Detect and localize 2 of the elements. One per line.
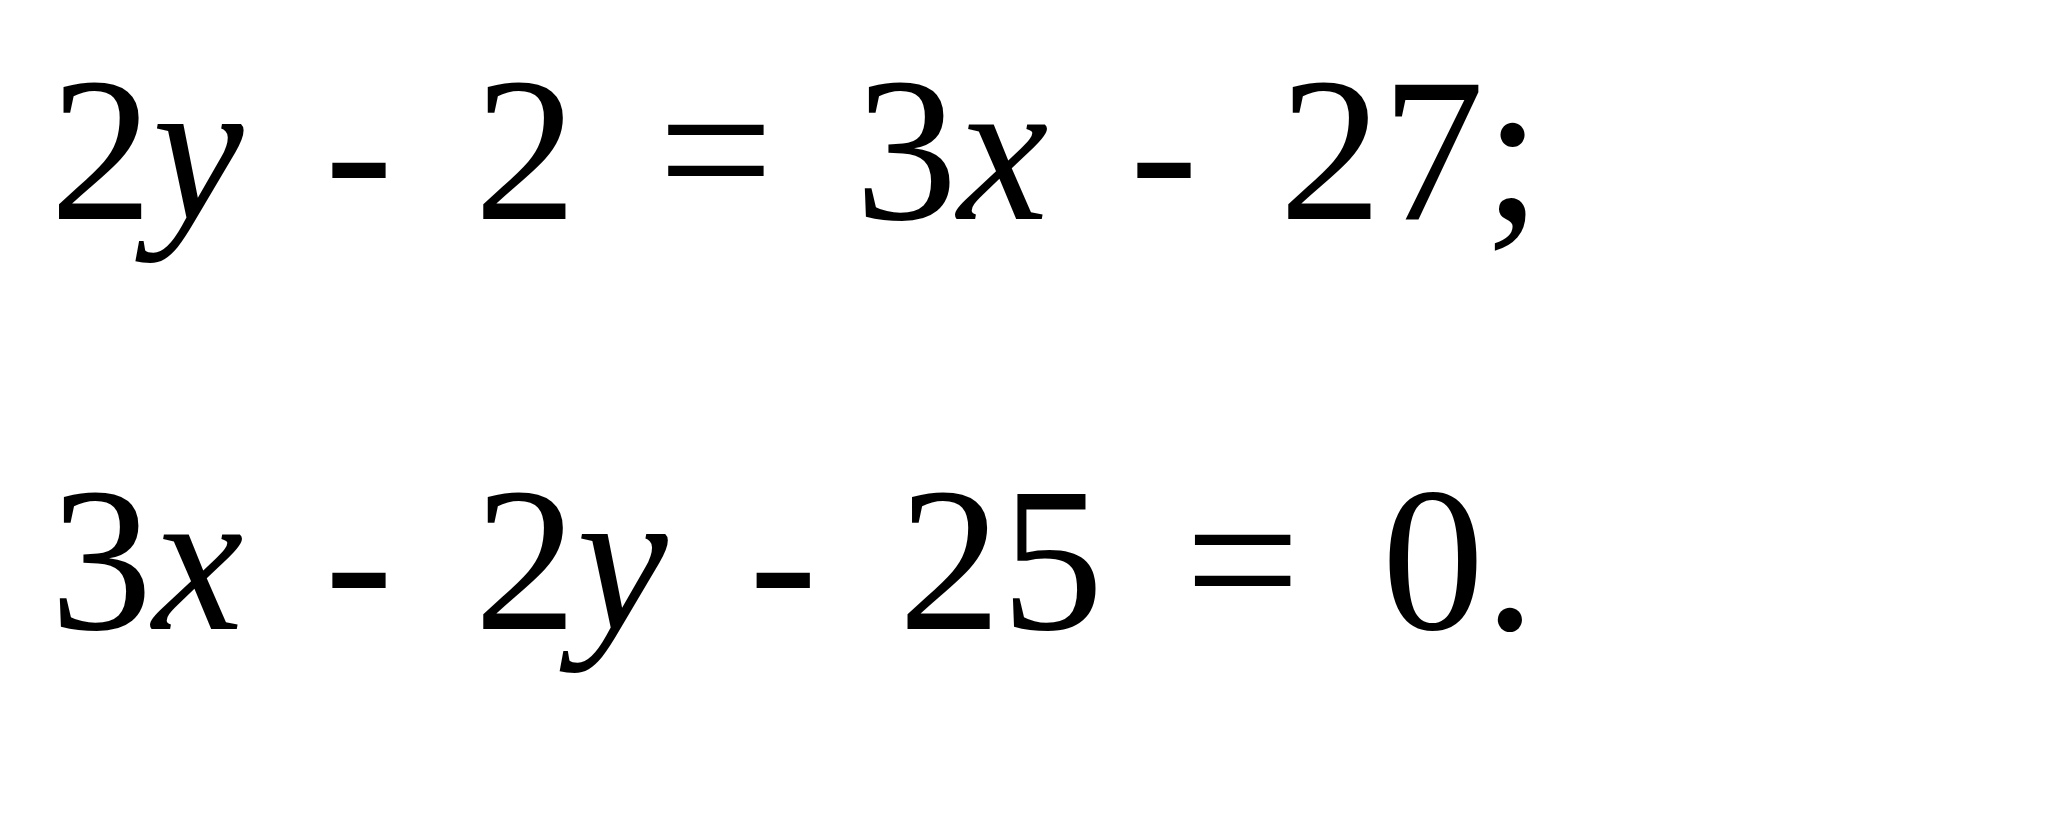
equation: 3x - 2y - 25 = 0. xyxy=(50,445,1536,675)
equation: 2y - 2 = 3x - 27; xyxy=(50,35,1542,265)
